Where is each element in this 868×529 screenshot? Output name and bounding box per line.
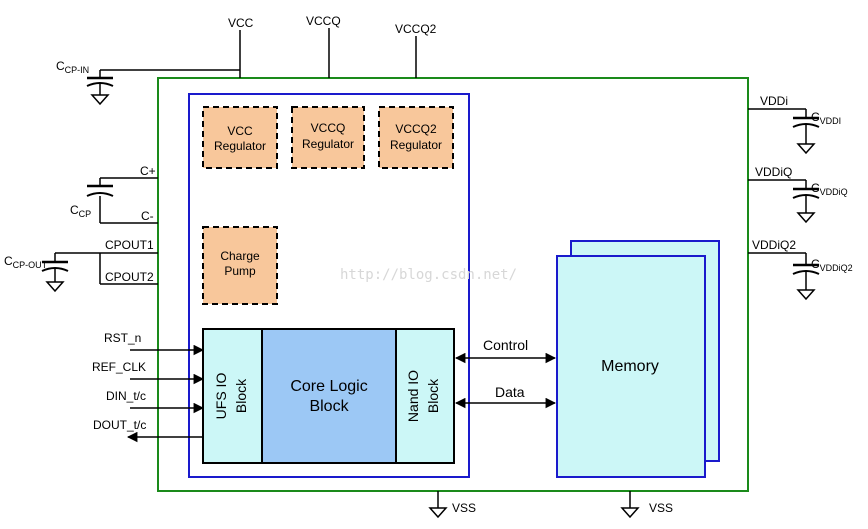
svg-text:REF_CLK: REF_CLK <box>92 360 146 374</box>
svg-text:VSS: VSS <box>649 501 673 515</box>
data-bus: Data <box>454 384 557 409</box>
svg-text:VDDiQ2: VDDiQ2 <box>752 238 796 252</box>
svg-text:Pump: Pump <box>224 264 256 278</box>
svg-text:VCCQ: VCCQ <box>311 121 346 135</box>
svg-text:Block: Block <box>233 378 249 413</box>
svg-text:VCCQ2: VCCQ2 <box>395 122 437 136</box>
svg-text:CPOUT1: CPOUT1 <box>105 238 154 252</box>
capacitor-cvddi: VDDi CVDDI <box>748 94 841 155</box>
svg-text:C+: C+ <box>140 164 156 178</box>
svg-text:CCP-IN: CCP-IN <box>56 59 89 75</box>
control-bus: Control <box>454 337 557 364</box>
svg-text:Control: Control <box>483 337 528 353</box>
svg-text:Regulator: Regulator <box>214 139 266 153</box>
vccq-regulator: VCCQ Regulator <box>291 106 365 169</box>
svg-text:Block: Block <box>309 398 349 415</box>
memory-block: Memory <box>556 240 720 478</box>
svg-text:RST_n: RST_n <box>104 331 141 345</box>
svg-text:CVDDiQ: CVDDiQ <box>811 181 848 197</box>
capacitor-ccp: CCP C+ C- <box>70 164 158 224</box>
ufs-io-block: UFS IO Block <box>202 328 263 464</box>
svg-text:DIN_t/c: DIN_t/c <box>106 389 146 403</box>
svg-text:VCCQ2: VCCQ2 <box>395 22 437 36</box>
supply-vccq2: VCCQ2 <box>395 22 437 78</box>
svg-text:VCC: VCC <box>228 16 254 30</box>
svg-text:VCCQ: VCCQ <box>306 14 341 28</box>
supply-vccq: VCCQ <box>306 14 341 78</box>
pin-dout: DOUT_t/c <box>93 418 203 443</box>
svg-text:Block: Block <box>425 378 441 413</box>
controller-boundary <box>188 93 470 478</box>
svg-text:VDDi: VDDi <box>760 94 788 108</box>
core-logic-block: Core Logic Block <box>261 328 397 464</box>
svg-text:Data: Data <box>495 384 525 400</box>
svg-text:CVDDiQ2: CVDDiQ2 <box>811 257 853 273</box>
svg-text:Charge: Charge <box>220 249 260 263</box>
vccq2-regulator: VCCQ2 Regulator <box>378 106 454 169</box>
capacitor-cvddiq2: VDDiQ2 CVDDiQ2 <box>748 238 853 301</box>
vss-ground-2: VSS <box>620 491 673 519</box>
capacitor-cvddiq: VDDiQ CVDDiQ <box>748 165 848 224</box>
capacitor-ccp-out: CCP-OUT CPOUT1 CPOUT2 <box>4 238 158 293</box>
watermark: http://blog.csdn.net/ <box>340 267 517 283</box>
pin-rst-n: RST_n <box>104 331 205 356</box>
svg-text:VCC: VCC <box>227 124 253 138</box>
svg-text:UFS IO: UFS IO <box>213 373 229 420</box>
charge-pump: Charge Pump <box>202 226 278 305</box>
svg-text:CCP-OUT: CCP-OUT <box>4 254 48 270</box>
svg-text:Regulator: Regulator <box>390 138 442 152</box>
svg-text:Nand IO: Nand IO <box>405 370 421 422</box>
svg-text:CCP: CCP <box>70 203 91 219</box>
svg-text:CPOUT2: CPOUT2 <box>105 270 154 284</box>
svg-text:VDDiQ: VDDiQ <box>755 165 792 179</box>
pin-din: DIN_t/c <box>106 389 205 414</box>
svg-text:Regulator: Regulator <box>302 137 354 151</box>
svg-text:VSS: VSS <box>452 501 476 515</box>
svg-text:Core Logic: Core Logic <box>290 378 367 395</box>
vcc-regulator: VCC Regulator <box>202 106 278 169</box>
svg-text:CVDDI: CVDDI <box>811 110 841 126</box>
nand-io-block: Nand IO Block <box>395 328 455 464</box>
svg-text:C-: C- <box>141 209 154 223</box>
pin-ref-clk: REF_CLK <box>92 360 205 385</box>
svg-text:Memory: Memory <box>601 358 659 375</box>
capacitor-ccp-in: CCP-IN <box>56 59 240 106</box>
vss-ground-1: VSS <box>428 491 476 519</box>
svg-text:DOUT_t/c: DOUT_t/c <box>93 418 146 432</box>
supply-vcc: VCC <box>228 16 254 78</box>
